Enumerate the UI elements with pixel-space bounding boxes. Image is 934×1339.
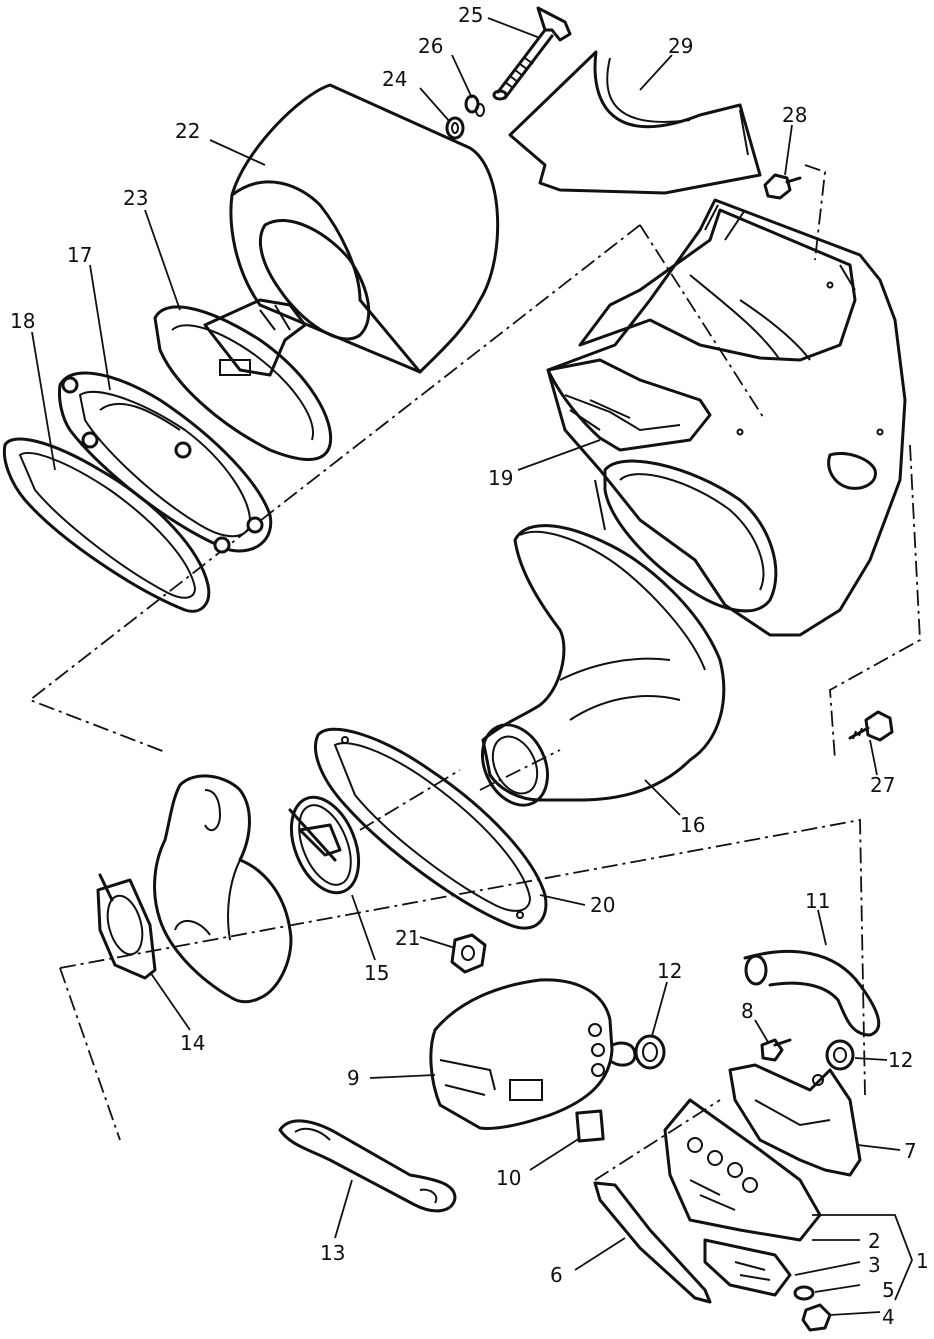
assembly-guide-lines bbox=[28, 164, 921, 1181]
callout-labels: 25 26 24 29 22 28 23 17 18 19 27 16 20 1… bbox=[10, 3, 929, 1329]
part-10-decal bbox=[575, 1109, 605, 1143]
part-25-bolt bbox=[492, 6, 572, 101]
callout-26: 26 bbox=[418, 34, 443, 58]
callout-19: 19 bbox=[488, 466, 513, 490]
callout-11: 11 bbox=[805, 889, 830, 913]
callout-23: 23 bbox=[123, 186, 148, 210]
part-16-intake-duct bbox=[481, 524, 726, 807]
part-26-washer bbox=[464, 94, 485, 117]
part-14-flange bbox=[96, 873, 157, 980]
callout-1: 1 bbox=[916, 1249, 929, 1273]
part-11-hose bbox=[743, 949, 881, 1037]
part-21-nut bbox=[450, 933, 487, 974]
callout-15: 15 bbox=[364, 961, 389, 985]
part-23-filter-frame bbox=[153, 298, 333, 461]
callout-13: 13 bbox=[320, 1241, 345, 1265]
part-19-airbox bbox=[546, 198, 907, 637]
part-6-gasket bbox=[593, 1181, 712, 1304]
callout-2: 2 bbox=[868, 1229, 881, 1253]
part-9-silencer bbox=[429, 978, 637, 1130]
part-13-strap bbox=[278, 1119, 457, 1213]
part-22-filter-element bbox=[229, 83, 500, 374]
callout-9: 9 bbox=[347, 1066, 360, 1090]
part-17-plate bbox=[58, 371, 273, 554]
callout-20: 20 bbox=[590, 893, 615, 917]
part-15-clamp bbox=[288, 795, 361, 895]
leader-lines bbox=[31, 17, 913, 1316]
callout-17: 17 bbox=[67, 243, 92, 267]
callout-21: 21 bbox=[395, 926, 420, 950]
carburetor bbox=[153, 774, 293, 1004]
callout-3: 3 bbox=[868, 1253, 881, 1277]
part-2-reed-block bbox=[663, 1098, 822, 1242]
part-18-gasket bbox=[2, 437, 211, 613]
callout-7: 7 bbox=[904, 1139, 917, 1163]
part-4-screw bbox=[801, 1303, 832, 1332]
callout-18: 18 bbox=[10, 309, 35, 333]
callout-4: 4 bbox=[882, 1305, 895, 1329]
part-7-reed-housing bbox=[728, 1063, 862, 1177]
part-12-clamp-left bbox=[634, 1034, 666, 1070]
callout-22: 22 bbox=[175, 119, 200, 143]
callout-25: 25 bbox=[458, 3, 483, 27]
callout-10: 10 bbox=[496, 1166, 521, 1190]
part-27-bolt bbox=[848, 710, 894, 742]
part-20-gasket bbox=[314, 727, 548, 930]
callout-5: 5 bbox=[882, 1278, 895, 1302]
part-12-clamp-right bbox=[825, 1039, 855, 1071]
part-17-studs bbox=[61, 376, 264, 554]
callout-27: 27 bbox=[870, 773, 895, 797]
part-29-cover bbox=[508, 50, 762, 195]
callout-6: 6 bbox=[550, 1263, 563, 1287]
callout-16: 16 bbox=[680, 813, 705, 837]
part-8-screw bbox=[760, 1038, 792, 1062]
part-5-washer bbox=[793, 1285, 815, 1301]
callout-12-left: 12 bbox=[657, 959, 682, 983]
callout-14: 14 bbox=[180, 1031, 205, 1055]
callout-29: 29 bbox=[668, 34, 693, 58]
callout-28: 28 bbox=[782, 103, 807, 127]
callout-8: 8 bbox=[741, 999, 754, 1023]
part-24-grommet bbox=[445, 116, 465, 140]
callout-12-right: 12 bbox=[888, 1048, 913, 1072]
part-28-bolt bbox=[763, 173, 802, 200]
callout-24: 24 bbox=[382, 67, 407, 91]
part-3-stopper bbox=[703, 1238, 792, 1297]
